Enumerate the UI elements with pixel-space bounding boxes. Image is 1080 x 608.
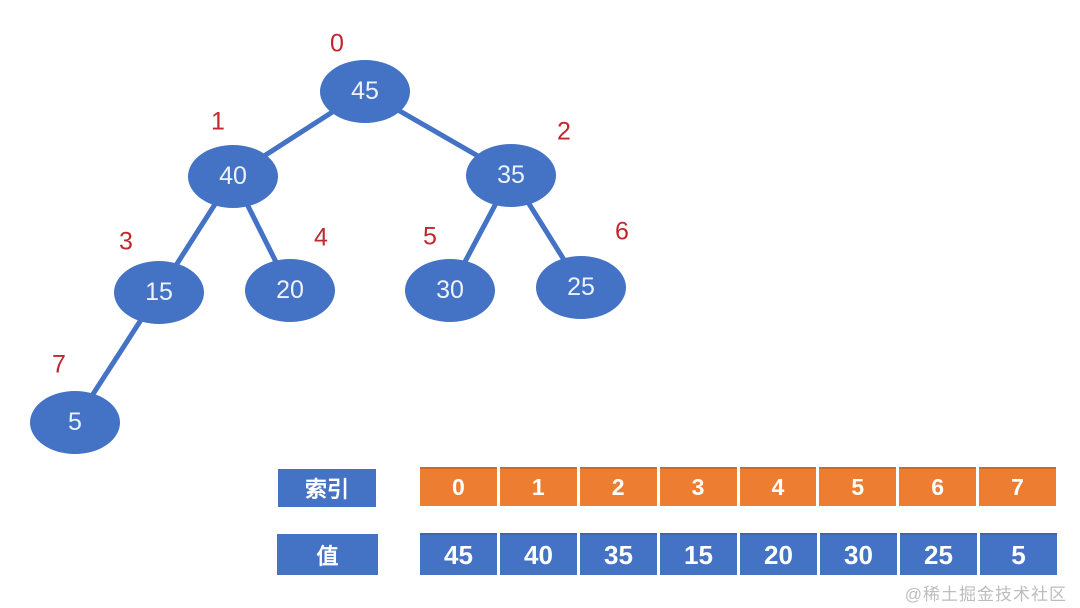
tree-node-value: 15 <box>145 277 173 306</box>
tree-node-value: 35 <box>497 160 525 189</box>
value-cell: 5 <box>980 533 1057 575</box>
index-cell: 6 <box>899 467 977 506</box>
node-index-label: 4 <box>314 223 328 252</box>
index-cell: 4 <box>739 467 817 506</box>
index-cell: 5 <box>819 467 897 506</box>
tree-node-value: 5 <box>68 407 82 436</box>
value-cell: 15 <box>660 533 737 575</box>
node-index-label: 3 <box>119 227 133 256</box>
index-cell: 1 <box>499 467 577 506</box>
value-cell: 40 <box>500 533 577 575</box>
tree-node-value: 45 <box>351 76 379 105</box>
value-cell: 30 <box>820 533 897 575</box>
node-index-label: 1 <box>211 107 225 136</box>
node-index-label: 7 <box>52 350 66 379</box>
tree-node: 35 <box>466 143 556 207</box>
node-index-label: 0 <box>330 29 344 58</box>
value-cell: 45 <box>420 533 497 575</box>
node-index-label: 6 <box>615 217 629 246</box>
index-cell: 2 <box>579 467 657 506</box>
tree-node-value: 25 <box>567 272 595 301</box>
tree-node-value: 30 <box>436 275 464 304</box>
index-cell: 0 <box>420 467 497 506</box>
tree-node: 20 <box>245 258 335 322</box>
tree-node-value: 20 <box>276 275 304 304</box>
node-index-label: 2 <box>557 117 571 146</box>
value-cell: 20 <box>740 533 817 575</box>
tree-node: 40 <box>188 144 278 208</box>
watermark: @稀土掘金技术社区 <box>904 585 1067 604</box>
value-cell: 25 <box>900 533 977 575</box>
index-row-label: 索引 <box>278 469 376 507</box>
index-cell: 3 <box>659 467 737 506</box>
tree-node: 30 <box>405 258 495 322</box>
tree-node: 45 <box>320 59 410 123</box>
node-index-label: 5 <box>423 222 437 251</box>
value-row-label: 值 <box>277 534 378 575</box>
tree-node: 25 <box>536 255 626 319</box>
tree-node-value: 40 <box>219 161 247 190</box>
tree-node: 15 <box>114 260 204 324</box>
tree-node: 5 <box>30 390 120 454</box>
value-cell: 35 <box>580 533 657 575</box>
index-cell: 7 <box>979 467 1056 506</box>
